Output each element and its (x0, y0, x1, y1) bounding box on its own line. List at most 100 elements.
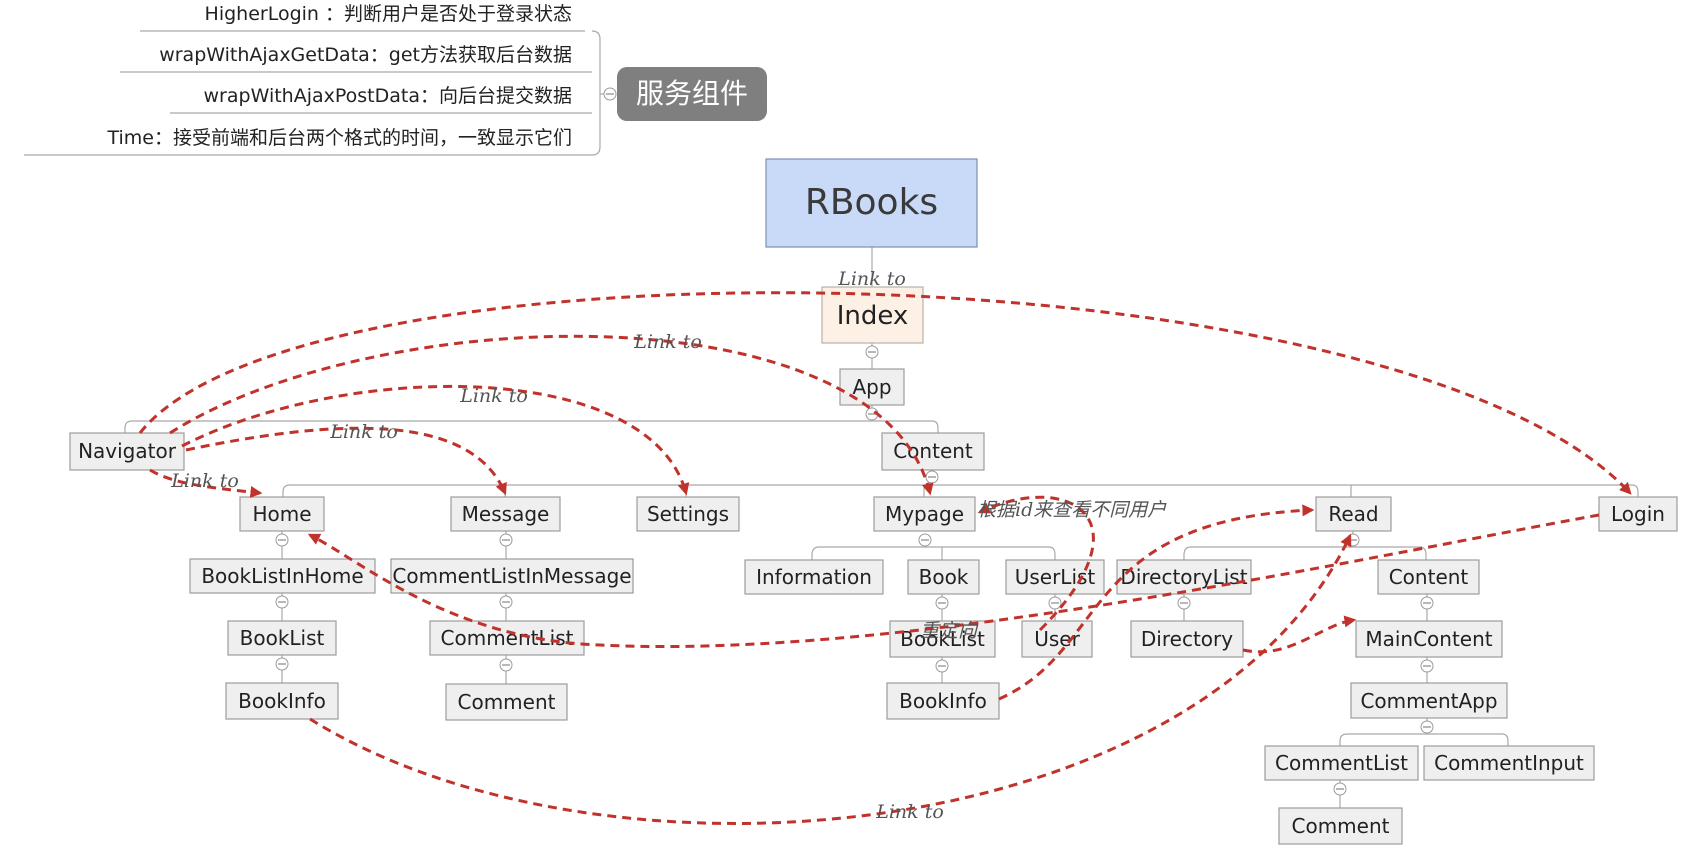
service-panel-title-node[interactable]: 服务组件 (617, 67, 767, 121)
link-login-redirect-home (307, 513, 1600, 649)
app-node[interactable]: App (839, 368, 905, 406)
collapse-toggle-mypage-booklist[interactable] (935, 659, 949, 673)
home-booklist-label: BookList (240, 626, 325, 650)
link-mypage-bookinfo-to-read (998, 504, 1315, 701)
index-label: Index (837, 301, 909, 331)
collapse-toggle-book[interactable] (935, 596, 949, 610)
collapse-toggle-userlist[interactable] (1048, 596, 1062, 610)
service-panel-title: 服务组件 (636, 77, 748, 110)
read-comment-node[interactable]: Comment (1278, 807, 1403, 845)
service-panel: HigherLogin ：判断用户是否处于登录状态 wrapWithAjaxGe… (24, 3, 767, 156)
userlist-node[interactable]: UserList (1005, 559, 1105, 595)
directory-node[interactable]: Directory (1130, 620, 1244, 658)
collapse-toggle-read-content[interactable] (1420, 596, 1434, 610)
service-item-wrap-get: wrapWithAjaxGetData：get方法获取后台数据 (159, 44, 572, 66)
home-booklist-node[interactable]: BookList (227, 620, 337, 656)
booklistinhome-node[interactable]: BookListInHome (189, 558, 376, 594)
home-label: Home (252, 502, 311, 526)
commentapp-label: CommentApp (1360, 689, 1497, 713)
book-label: Book (919, 565, 969, 589)
content-node[interactable]: Content (881, 432, 985, 471)
mypage-label: Mypage (885, 502, 964, 526)
information-node[interactable]: Information (744, 559, 884, 595)
link-label-login: Link to (837, 268, 906, 290)
commentlistinmessage-node[interactable]: CommentListInMessage (390, 558, 634, 594)
link-label-read: Link to (875, 801, 944, 823)
home-bookinfo-node[interactable]: BookInfo (225, 682, 339, 720)
collapse-toggle-content[interactable] (925, 470, 939, 484)
message-commentlist-node[interactable]: CommentList (429, 620, 585, 656)
read-content-label: Content (1389, 565, 1469, 589)
read-content-node[interactable]: Content (1377, 559, 1480, 595)
collapse-toggle-message[interactable] (499, 533, 513, 547)
mypage-bookinfo-label: BookInfo (899, 689, 987, 713)
collapse-toggle-home[interactable] (275, 533, 289, 547)
directorylist-node[interactable]: DirectoryList (1116, 559, 1252, 595)
link-label-message: Link to (329, 421, 398, 443)
app-label: App (852, 375, 891, 399)
link-user-to-mypage (977, 495, 1095, 632)
link-label-settings: Link to (459, 385, 528, 407)
navigator-node[interactable]: Navigator (69, 432, 185, 471)
link-labels: Link to Link to Link to Link to Link to … (170, 268, 1167, 823)
link-label-home: Link to (170, 470, 239, 492)
link-directory-to-maincontent (1242, 615, 1357, 654)
collapse-toggle-directorylist[interactable] (1177, 596, 1191, 610)
mypage-node[interactable]: Mypage (873, 496, 976, 532)
collapse-toggle-index[interactable] (865, 345, 879, 359)
service-item-wrap-post: wrapWithAjaxPostData：向后台提交数据 (204, 85, 572, 107)
collapse-toggle-home-booklist[interactable] (275, 657, 289, 671)
maincontent-node[interactable]: MainContent (1355, 620, 1503, 658)
home-bookinfo-label: BookInfo (238, 689, 326, 713)
commentinput-node[interactable]: CommentInput (1423, 745, 1595, 781)
service-collapse-toggle[interactable] (603, 87, 617, 101)
link-navigator-to-home (149, 468, 263, 498)
read-label: Read (1328, 502, 1378, 526)
collapse-toggle-read-commentlist[interactable] (1333, 782, 1347, 796)
mypage-booklist-node[interactable]: BookList (889, 620, 996, 658)
commentlistinmessage-label: CommentListInMessage (392, 564, 631, 588)
collapse-toggle-mypage[interactable] (918, 533, 932, 547)
collapse-toggle-commentapp[interactable] (1420, 720, 1434, 734)
read-commentlist-label: CommentList (1275, 751, 1408, 775)
collapse-toggle-commentlistinmessage[interactable] (499, 595, 513, 609)
commentinput-label: CommentInput (1434, 751, 1584, 775)
message-commentlist-label: CommentList (441, 626, 574, 650)
root-label: RBooks (805, 182, 938, 223)
link-label-mypage: Link to (633, 331, 702, 353)
directory-label: Directory (1141, 627, 1233, 651)
settings-node[interactable]: Settings (636, 496, 740, 532)
relationship-links (138, 291, 1632, 825)
collapse-toggle-booklistinhome[interactable] (275, 595, 289, 609)
information-label: Information (756, 565, 872, 589)
read-node[interactable]: Read (1315, 496, 1392, 532)
link-navigator-to-message (185, 426, 507, 496)
login-label: Login (1611, 502, 1665, 526)
link-navigator-to-settings (181, 385, 690, 496)
book-node[interactable]: Book (907, 559, 980, 595)
mypage-bookinfo-node[interactable]: BookInfo (886, 682, 1000, 720)
maincontent-label: MainContent (1365, 627, 1492, 651)
home-node[interactable]: Home (239, 496, 325, 532)
service-item-time: Time：接受前端和后台两个格式的时间，一致显示它们 (107, 127, 573, 149)
index-node[interactable]: Index (821, 286, 924, 344)
message-comment-label: Comment (458, 690, 556, 714)
collapse-toggle-message-commentlist[interactable] (499, 658, 513, 672)
collapse-toggle-maincontent[interactable] (1420, 659, 1434, 673)
root-node-rbooks[interactable]: RBooks (765, 158, 978, 248)
message-label: Message (462, 502, 550, 526)
navigator-label: Navigator (78, 439, 177, 463)
link-label-redirect: 重定向 (920, 620, 979, 642)
message-comment-node[interactable]: Comment (445, 683, 568, 721)
service-item-higherlogin: HigherLogin ：判断用户是否处于登录状态 (205, 3, 572, 25)
link-navigator-to-login (138, 291, 1632, 495)
commentapp-node[interactable]: CommentApp (1350, 682, 1508, 719)
booklistinhome-label: BookListInHome (201, 564, 363, 588)
link-navigator-to-mypage (169, 334, 934, 496)
message-node[interactable]: Message (450, 496, 561, 532)
login-node[interactable]: Login (1598, 496, 1678, 532)
settings-label: Settings (647, 502, 729, 526)
read-commentlist-node[interactable]: CommentList (1264, 745, 1419, 781)
link-label-view-users-by-id: 根据id来查看不同用户 (977, 499, 1167, 521)
